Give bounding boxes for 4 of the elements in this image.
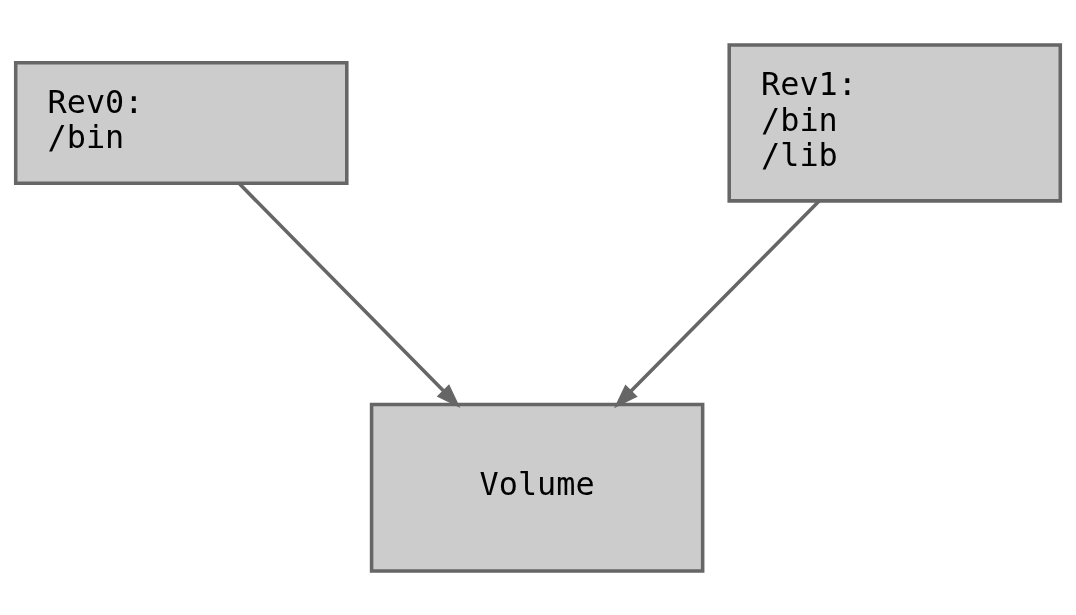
node-box: Rev0: /bin bbox=[13, 60, 349, 185]
node-box: Rev1: /bin /lib bbox=[727, 42, 1063, 203]
node-box: Volume bbox=[369, 402, 705, 573]
arrow bbox=[614, 199, 821, 408]
